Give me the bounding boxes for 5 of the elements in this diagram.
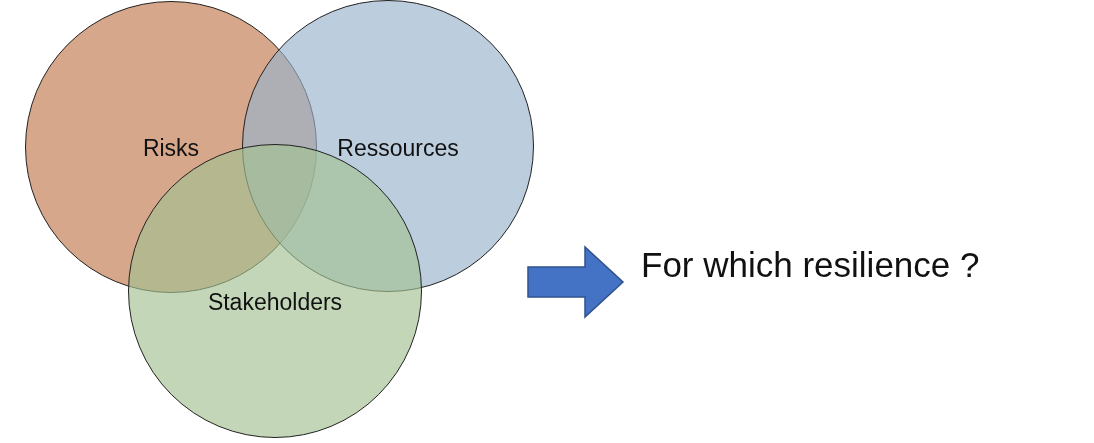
block-arrow — [527, 245, 625, 319]
question-text: For which resilience ? — [641, 244, 980, 286]
circle-label: Stakeholders — [207, 288, 343, 316]
circle-label: Risks — [142, 134, 200, 162]
circle-label: Ressources — [337, 134, 459, 162]
